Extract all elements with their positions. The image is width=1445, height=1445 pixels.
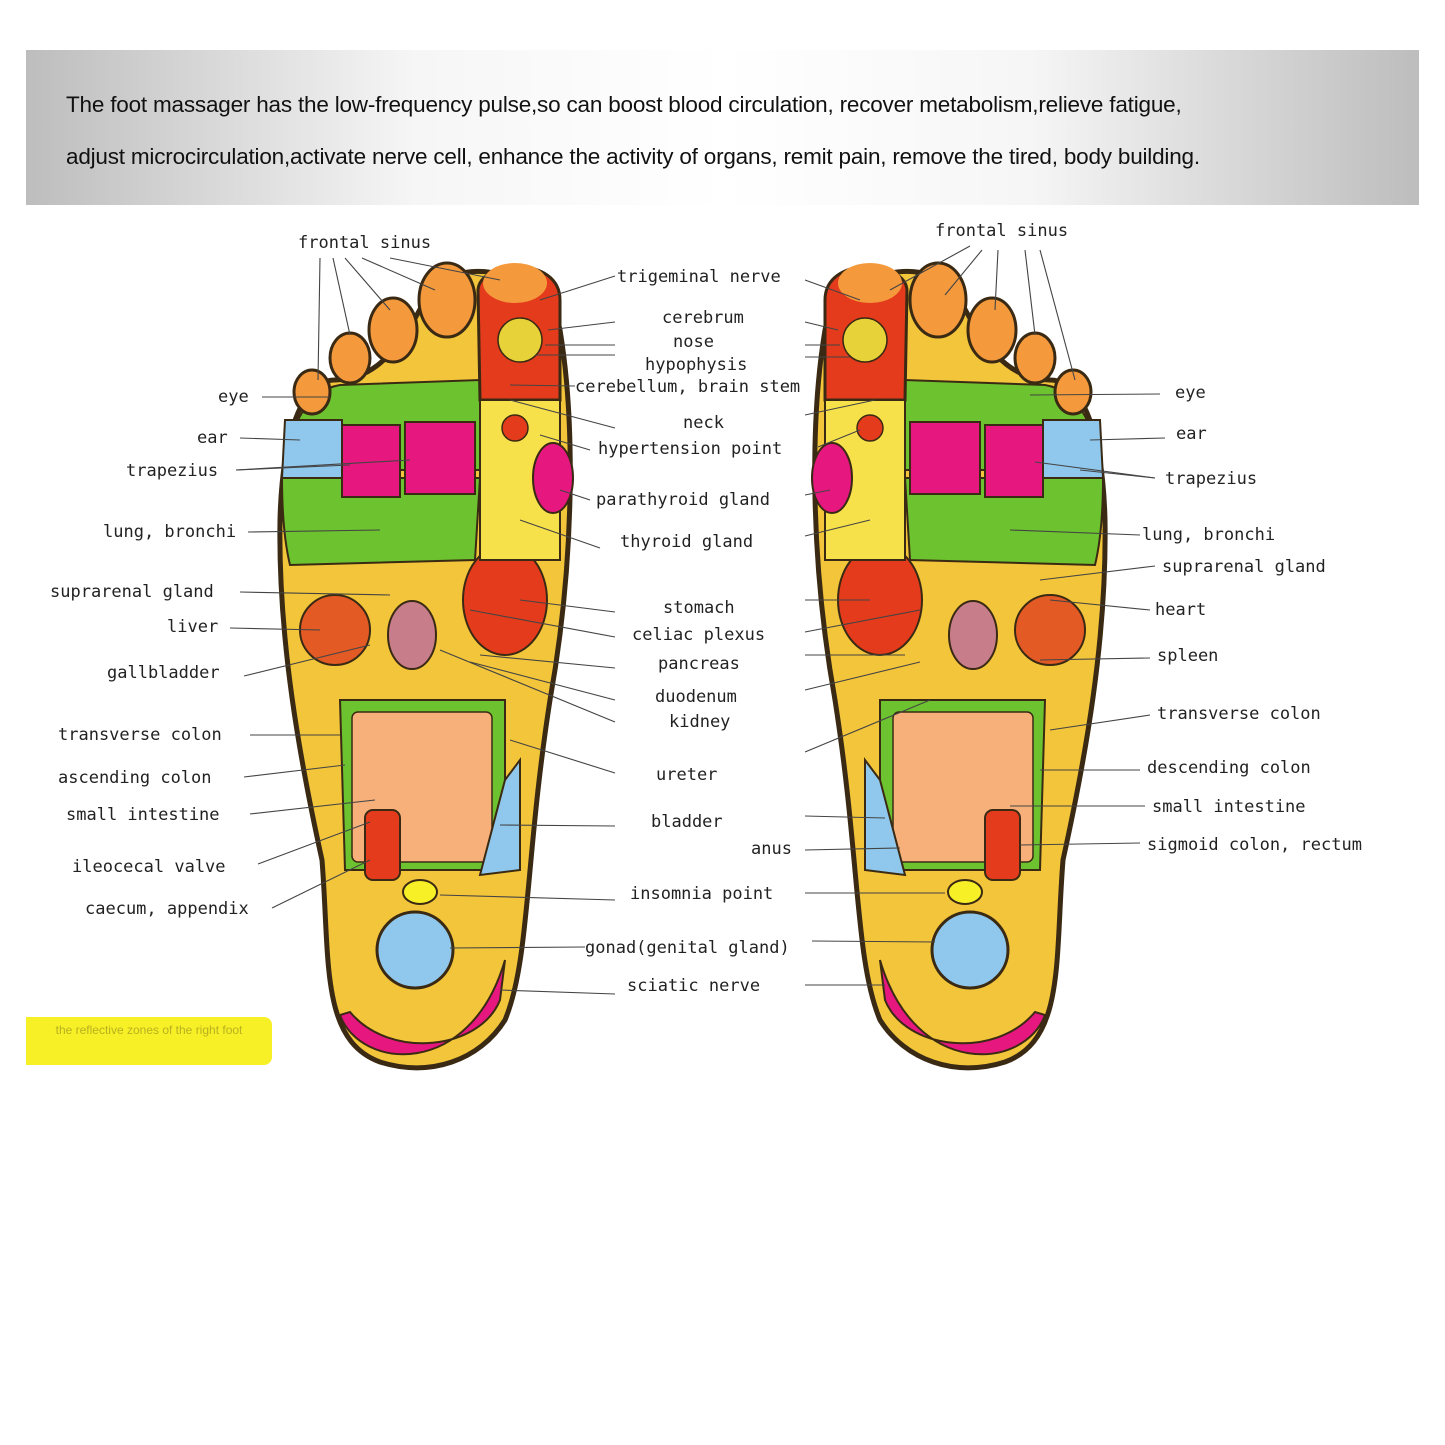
label-trigeminal-nerve: trigeminal nerve xyxy=(617,267,781,287)
labels-left: frontal sinus eye ear trapezius lung, br… xyxy=(50,233,431,919)
label-small-intestine-right: small intestine xyxy=(1152,797,1306,817)
label-trapezius-right: trapezius xyxy=(1165,469,1257,489)
label-lung-bronchi-right: lung, bronchi xyxy=(1142,525,1275,545)
label-stomach: stomach xyxy=(663,598,735,618)
label-suprarenal-gland-left: suprarenal gland xyxy=(50,582,214,602)
info-banner: The foot massager has the low-frequency … xyxy=(26,50,1419,205)
label-gonad: gonad(genital gland) xyxy=(585,938,790,958)
label-eye-right: eye xyxy=(1175,383,1206,403)
label-hypophysis: hypophysis xyxy=(645,355,747,375)
label-thyroid-gland: thyroid gland xyxy=(620,532,753,552)
label-liver: liver xyxy=(167,617,218,637)
label-anus: anus xyxy=(751,839,792,859)
label-duodenum: duodenum xyxy=(655,687,737,707)
label-insomnia-point: insomnia point xyxy=(630,884,773,904)
label-cerebellum-brain-stem: cerebellum, brain stem xyxy=(575,377,800,397)
label-ear-right: ear xyxy=(1176,424,1207,444)
banner-line-1: The foot massager has the low-frequency … xyxy=(66,92,1182,117)
label-ureter: ureter xyxy=(656,765,717,785)
label-bladder: bladder xyxy=(651,812,723,832)
label-trapezius-left: trapezius xyxy=(126,461,218,481)
label-lung-bronchi-left: lung, bronchi xyxy=(103,522,236,542)
label-transverse-colon-right: transverse colon xyxy=(1157,704,1321,724)
label-gallbladder: gallbladder xyxy=(107,663,220,683)
label-spleen: spleen xyxy=(1157,646,1218,666)
label-neck: neck xyxy=(683,413,724,433)
caption-box: the reflective zones of the right foot xyxy=(26,1017,272,1065)
labels-center: trigeminal nerve cerebrum nose hypophysi… xyxy=(575,267,800,996)
label-parathyroid-gland: parathyroid gland xyxy=(596,490,770,510)
leader-lines-right xyxy=(889,245,1166,846)
banner-line-2: adjust microcirculation,activate nerve c… xyxy=(66,144,1200,169)
right-foot xyxy=(812,263,1105,1068)
label-frontal-sinus-left: frontal sinus xyxy=(298,233,431,253)
label-hypertension-point: hypertension point xyxy=(598,439,782,459)
label-pancreas: pancreas xyxy=(658,654,740,674)
label-kidney: kidney xyxy=(669,712,730,732)
caption-text: the reflective zones of the right foot xyxy=(55,1023,243,1037)
label-suprarenal-gland-right: suprarenal gland xyxy=(1162,557,1326,577)
label-sciatic-nerve: sciatic nerve xyxy=(627,976,760,996)
label-small-intestine-left: small intestine xyxy=(66,805,220,825)
label-celiac-plexus: celiac plexus xyxy=(632,625,765,645)
label-sigmoid-colon-rectum: sigmoid colon, rectum xyxy=(1147,835,1362,855)
label-descending-colon: descending colon xyxy=(1147,758,1311,778)
leader-lines xyxy=(229,257,501,909)
leader-lines-center xyxy=(439,275,945,995)
label-transverse-colon-left: transverse colon xyxy=(58,725,222,745)
label-frontal-sinus-right: frontal sinus xyxy=(935,221,1068,241)
label-ascending-colon: ascending colon xyxy=(58,768,212,788)
label-ileocecal-valve: ileocecal valve xyxy=(72,857,226,877)
label-cerebrum: cerebrum xyxy=(662,308,744,328)
label-caecum-appendix: caecum, appendix xyxy=(85,899,249,919)
labels-right: frontal sinus eye ear trapezius lung, br… xyxy=(935,221,1362,855)
label-ear-left: ear xyxy=(197,428,228,448)
label-eye-left: eye xyxy=(218,387,249,407)
label-heart: heart xyxy=(1155,600,1206,620)
label-nose: nose xyxy=(673,332,714,352)
